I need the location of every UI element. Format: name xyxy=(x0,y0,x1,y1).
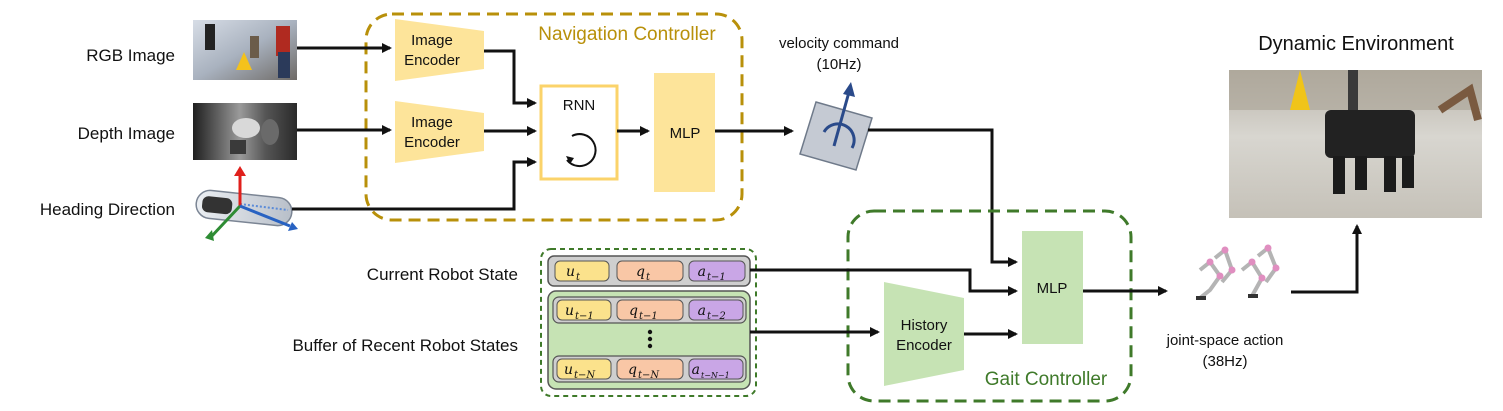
heading-to-rnn-arrow xyxy=(292,157,537,211)
state-u-cell xyxy=(554,260,610,282)
svg-text:a: a xyxy=(698,303,706,319)
svg-text:Encoder: Encoder xyxy=(404,134,460,151)
svg-text:t: t xyxy=(576,272,581,283)
svg-text:q: q xyxy=(636,264,645,280)
state-a-cell xyxy=(688,260,746,282)
action-to-environment-arrow xyxy=(1291,224,1362,294)
buffer-row-oldest: u t−N q t−N a t−N−1 xyxy=(552,355,747,383)
svg-text:q: q xyxy=(628,362,637,378)
velocity-command-label: velocity command xyxy=(779,35,899,52)
svg-text:t−1: t−1 xyxy=(707,272,726,283)
buffer-row-previous: u t−1 q t−1 a t−2 xyxy=(552,296,747,324)
svg-text:u: u xyxy=(565,303,574,319)
joint-space-action-label: joint-space action xyxy=(1166,332,1284,349)
depth-image-thumbnail xyxy=(193,103,297,160)
depth-image-label: Depth Image xyxy=(78,124,175,143)
buffer-ellipsis xyxy=(647,329,653,349)
recurrent-loop-icon xyxy=(566,133,597,168)
state-buffer-group xyxy=(540,248,757,397)
rgb-image-label: RGB Image xyxy=(86,46,175,65)
navigation-controller-title: Navigation Controller xyxy=(538,24,716,45)
navigation-controller-group xyxy=(364,12,744,222)
svg-text:t−N: t−N xyxy=(574,370,596,381)
heading-direction-label: Heading Direction xyxy=(40,200,175,219)
svg-text:u: u xyxy=(566,264,575,280)
encoder1-to-rnn-arrow xyxy=(484,49,537,108)
gait-controller-title: Gait Controller xyxy=(985,369,1108,390)
history-encoder: History Encoder xyxy=(884,282,964,386)
gait-mlp: MLP xyxy=(1022,231,1083,344)
image-encoder-depth: Image Encoder xyxy=(395,101,484,163)
image-encoder-rgb: Image Encoder xyxy=(395,19,484,81)
svg-text:t: t xyxy=(646,272,651,283)
rnn-block: RNN xyxy=(539,84,619,181)
velocity-command-icon xyxy=(799,82,873,171)
rgb-image-thumbnail xyxy=(193,20,297,80)
svg-text:u: u xyxy=(564,362,573,378)
velocity-rate-label: (10Hz) xyxy=(816,56,861,73)
navigation-mlp: MLP xyxy=(654,73,715,192)
svg-text:MLP: MLP xyxy=(670,125,701,142)
gait-controller-group xyxy=(846,209,1133,403)
joint-space-action-icon xyxy=(1196,244,1280,300)
svg-text:q: q xyxy=(629,303,638,319)
svg-text:t−N: t−N xyxy=(638,370,660,381)
svg-text:RNN: RNN xyxy=(563,97,596,114)
svg-text:t−1: t−1 xyxy=(575,311,594,322)
depth-camera-icon xyxy=(195,166,298,241)
svg-text:History: History xyxy=(901,317,948,334)
current-robot-state-label: Current Robot State xyxy=(367,265,518,284)
velocity-to-gait-mlp-arrow xyxy=(868,128,1018,267)
svg-text:t−2: t−2 xyxy=(707,311,726,322)
svg-text:Image: Image xyxy=(411,32,453,49)
svg-text:a: a xyxy=(698,264,706,280)
buffer-recent-states-label: Buffer of Recent Robot States xyxy=(292,336,518,355)
svg-text:Encoder: Encoder xyxy=(404,52,460,69)
svg-text:t−1: t−1 xyxy=(639,311,658,322)
svg-text:MLP: MLP xyxy=(1037,280,1068,297)
svg-text:Image: Image xyxy=(411,114,453,131)
current-state-row: u t q t a t−1 xyxy=(547,255,751,287)
svg-text:t−N−1: t−N−1 xyxy=(701,371,730,380)
environment-photo xyxy=(1229,70,1482,218)
svg-text:a: a xyxy=(692,362,700,378)
dynamic-environment-title: Dynamic Environment xyxy=(1258,33,1454,55)
state-q-cell xyxy=(616,260,684,282)
current-state-to-mlp-arrow xyxy=(750,268,1018,296)
svg-text:Encoder: Encoder xyxy=(896,337,952,354)
joint-space-action-rate: (38Hz) xyxy=(1202,353,1247,370)
